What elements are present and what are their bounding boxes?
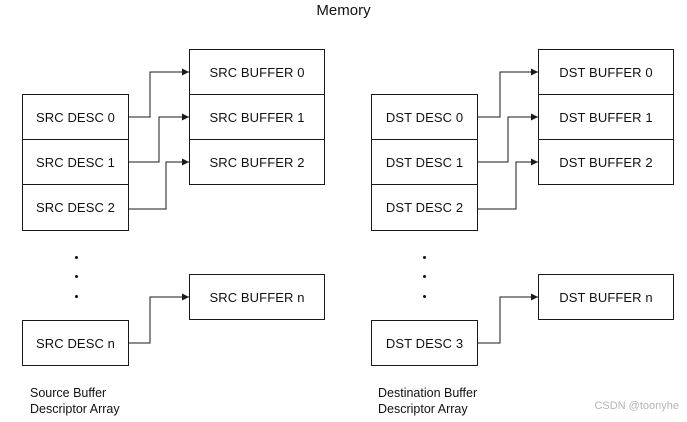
arrow-dst-desc-1-to-buffer-1	[478, 113, 538, 163]
arrow-src-desc-2-to-buffer-2	[129, 158, 189, 210]
dst-buffer-1-box: DST BUFFER 1	[538, 94, 674, 140]
dst-desc-0-box: DST DESC 0	[371, 94, 478, 140]
src-desc-1-box: SRC DESC 1	[22, 139, 129, 185]
dst-ellipsis-dot	[423, 295, 426, 298]
arrow-dst-desc-3-to-buffer-n	[478, 293, 538, 344]
src-desc-0-box: SRC DESC 0	[22, 94, 129, 140]
dst-ellipsis-dot	[423, 275, 426, 278]
arrow-src-desc-0-to-buffer-0	[129, 68, 189, 118]
source-caption-line-1: Source Buffer	[30, 386, 107, 400]
dst-desc-3-box: DST DESC 3	[371, 320, 478, 366]
destination-caption-line-2: Descriptor Array	[378, 402, 468, 416]
src-desc-n-box: SRC DESC n	[22, 320, 129, 366]
destination-caption-line-1: Destination Buffer	[378, 386, 478, 400]
source-caption-line-2: Descriptor Array	[30, 402, 120, 416]
dst-ellipsis-dot	[423, 256, 426, 259]
dst-buffer-n-box: DST BUFFER n	[538, 274, 674, 320]
src-buffer-0-box: SRC BUFFER 0	[189, 49, 325, 95]
arrow-dst-desc-0-to-buffer-0	[478, 68, 538, 118]
dst-buffer-2-box: DST BUFFER 2	[538, 139, 674, 185]
dst-buffer-0-box: DST BUFFER 0	[538, 49, 674, 95]
src-ellipsis-dot	[75, 295, 78, 298]
arrow-dst-desc-2-to-buffer-2	[478, 158, 538, 210]
src-desc-2-box: SRC DESC 2	[22, 184, 129, 231]
src-buffer-2-box: SRC BUFFER 2	[189, 139, 325, 185]
destination-caption: Destination Buffer Descriptor Array	[378, 385, 477, 417]
dst-desc-2-box: DST DESC 2	[371, 184, 478, 231]
watermark-text: CSDN @toonyhe	[594, 400, 679, 412]
dst-desc-1-box: DST DESC 1	[371, 139, 478, 185]
arrow-src-desc-1-to-buffer-1	[129, 113, 189, 163]
arrow-src-desc-n-to-buffer-n	[129, 293, 189, 344]
src-ellipsis-dot	[75, 256, 78, 259]
src-buffer-n-box: SRC BUFFER n	[189, 274, 325, 320]
diagram-title: Memory	[316, 2, 371, 19]
src-buffer-1-box: SRC BUFFER 1	[189, 94, 325, 140]
src-ellipsis-dot	[75, 275, 78, 278]
source-caption: Source Buffer Descriptor Array	[30, 385, 120, 417]
